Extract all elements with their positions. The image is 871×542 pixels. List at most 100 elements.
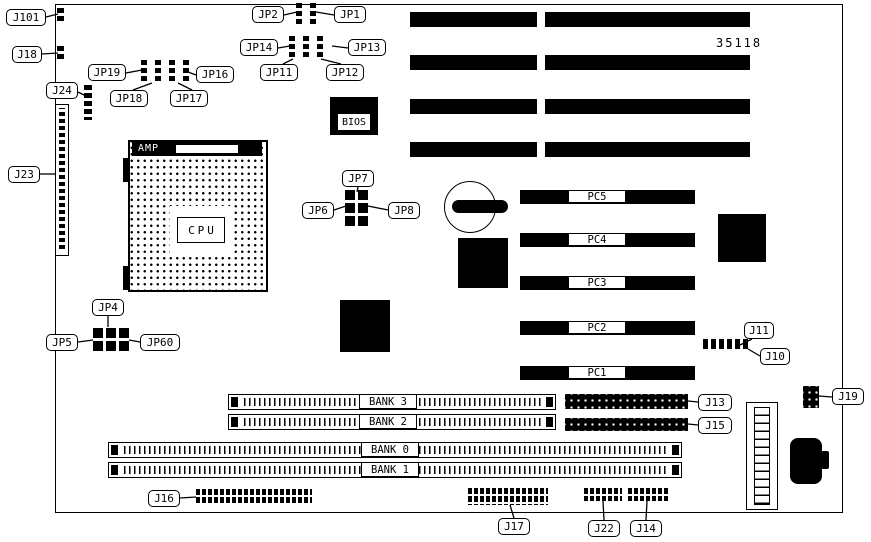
simm-end xyxy=(231,397,238,407)
isa-slot-1-seg-a xyxy=(410,12,537,27)
simm-socket-bank0: BANK 0 xyxy=(108,442,682,458)
jumper-jp17-pins xyxy=(169,60,175,82)
pci-slot-pc5-label: PC5 xyxy=(568,190,626,203)
isa-slot-1-seg-b xyxy=(545,12,750,27)
label-jp19: JP19 xyxy=(88,64,126,81)
label-jp16: JP16 xyxy=(196,66,234,83)
jumper-block-jp4-jp5-jp60 xyxy=(93,328,129,351)
pci-slot-pc3: PC3 xyxy=(520,276,695,290)
connector-j16 xyxy=(196,489,312,505)
label-jp18: JP18 xyxy=(110,90,148,107)
label-j13: J13 xyxy=(698,394,732,411)
bios-chip: BIOS xyxy=(330,97,378,135)
label-jp7: JP7 xyxy=(342,170,374,187)
jumper-jp16-pins xyxy=(183,60,189,82)
label-jp60: JP60 xyxy=(140,334,180,351)
pci-slot-pc1: PC1 xyxy=(520,366,695,380)
io-chip xyxy=(718,214,766,262)
simm-end xyxy=(672,465,679,475)
pci-slot-pc1-label: PC1 xyxy=(568,366,626,379)
isa-slot-3-seg-a xyxy=(410,99,537,114)
keyboard-din-connector xyxy=(790,438,829,484)
bank0-label: BANK 0 xyxy=(361,442,419,457)
label-j16: J16 xyxy=(148,490,180,507)
label-j23: J23 xyxy=(8,166,40,183)
connector-j11-j10 xyxy=(703,339,749,349)
jumper-jp14-pins xyxy=(289,36,295,58)
connector-j101 xyxy=(57,8,64,24)
chipset-chip-2 xyxy=(340,300,390,352)
simm-end xyxy=(546,397,553,407)
jumper-jp18-pins xyxy=(155,60,161,82)
power-connector xyxy=(746,402,778,510)
jumper-block-jp6-jp7-jp8 xyxy=(345,190,368,226)
jumper-jp2-pins xyxy=(296,3,302,25)
jumper-jp11-jp12-pins xyxy=(303,36,309,58)
simm-end xyxy=(111,445,118,455)
pci-slot-pc4-label: PC4 xyxy=(568,233,626,246)
battery-bar xyxy=(452,200,508,213)
label-jp8: JP8 xyxy=(388,202,420,219)
connector-j17 xyxy=(468,488,548,505)
label-jp4: JP4 xyxy=(92,299,124,316)
simm-end xyxy=(111,465,118,475)
simm-socket-bank2: BANK 2 xyxy=(228,414,556,430)
bank3-label: BANK 3 xyxy=(359,394,417,409)
label-j101: J101 xyxy=(6,9,46,26)
isa-slot-4-seg-b xyxy=(545,142,750,157)
label-jp13: JP13 xyxy=(348,39,386,56)
connector-j23 xyxy=(55,104,69,256)
connector-j14 xyxy=(628,488,668,501)
label-j10: J10 xyxy=(760,348,790,365)
pci-slot-pc4: PC4 xyxy=(520,233,695,247)
label-j15: J15 xyxy=(698,417,732,434)
connector-j15 xyxy=(565,418,688,431)
connector-j13 xyxy=(565,394,688,409)
simm-end xyxy=(231,417,238,427)
power-connector-pins xyxy=(754,407,770,505)
isa-slot-2-seg-b xyxy=(545,55,750,70)
label-j14: J14 xyxy=(630,520,662,537)
cpu-socket-tab-top xyxy=(123,158,130,182)
label-j19: J19 xyxy=(832,388,864,405)
bank2-label: BANK 2 xyxy=(359,414,417,429)
isa-slot-4-seg-a xyxy=(410,142,537,157)
label-jp14: JP14 xyxy=(240,39,278,56)
label-j24: J24 xyxy=(46,82,78,99)
pci-slot-pc3-label: PC3 xyxy=(568,276,626,289)
pci-slot-pc5: PC5 xyxy=(520,190,695,204)
label-j17: J17 xyxy=(498,518,530,535)
label-j11: J11 xyxy=(744,322,774,339)
cpu-center-area: CPU xyxy=(170,206,232,254)
pci-slot-pc2-label: PC2 xyxy=(568,321,626,334)
label-jp17: JP17 xyxy=(170,90,208,107)
jumper-jp19-pins xyxy=(141,60,147,82)
cpu-socket-tab-bottom xyxy=(123,266,130,290)
cpu-label-box: CPU xyxy=(177,217,225,243)
label-jp11: JP11 xyxy=(260,64,298,81)
label-j22: J22 xyxy=(588,520,620,537)
label-jp12: JP12 xyxy=(326,64,364,81)
connector-j22 xyxy=(584,488,622,501)
simm-socket-bank3: BANK 3 xyxy=(228,394,556,410)
bank1-label: BANK 1 xyxy=(361,462,419,477)
chipset-chip-1 xyxy=(458,238,508,288)
simm-end xyxy=(672,445,679,455)
simm-socket-bank1: BANK 1 xyxy=(108,462,682,478)
jumper-jp1-pins xyxy=(310,3,316,25)
label-j18: J18 xyxy=(12,46,42,63)
label-jp2: JP2 xyxy=(252,6,284,23)
connector-j19 xyxy=(803,386,819,408)
pci-slot-pc2: PC2 xyxy=(520,321,695,335)
cpu-top-bar: AMP xyxy=(132,142,262,156)
label-jp1: JP1 xyxy=(334,6,366,23)
isa-slot-3-seg-b xyxy=(545,99,750,114)
cpu-brand-text: AMP xyxy=(138,143,160,154)
isa-slot-2-seg-a xyxy=(410,55,537,70)
connector-j18 xyxy=(57,46,64,62)
jumper-jp13-pins xyxy=(317,36,323,58)
simm-end xyxy=(546,417,553,427)
bios-chip-label: BIOS xyxy=(337,113,371,131)
label-jp6: JP6 xyxy=(302,202,334,219)
